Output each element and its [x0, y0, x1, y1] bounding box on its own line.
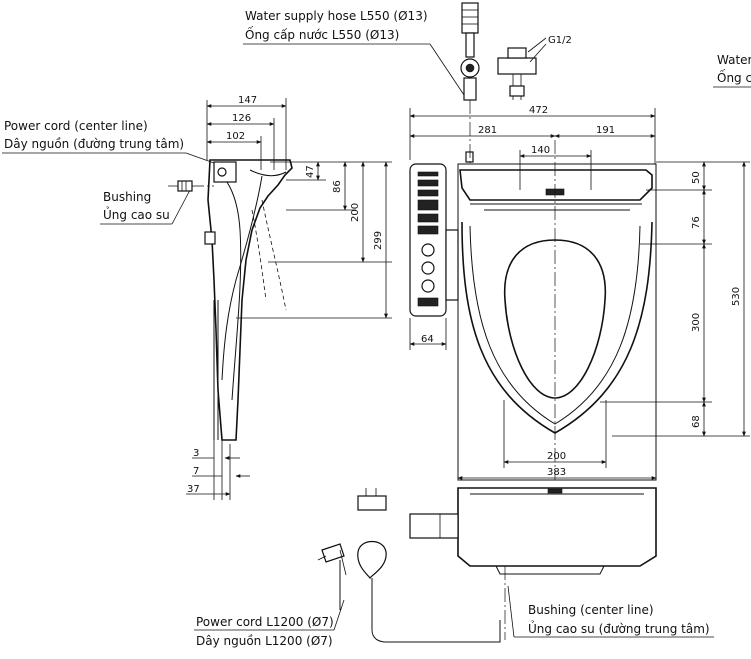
dim-side-147: 147	[238, 95, 257, 106]
dim-side-200: 200	[350, 203, 361, 222]
fitting-size-label: G1/2	[548, 35, 572, 46]
dim-side-126: 126	[232, 113, 251, 124]
power-cord-icon	[317, 540, 501, 643]
dim-side-47: 47	[305, 165, 316, 178]
water-clip-label-en: Water	[717, 53, 751, 67]
base-view	[409, 487, 657, 640]
dim-top-191: 191	[596, 125, 615, 136]
dim-bottom-383: 383	[547, 467, 566, 478]
dim-remote-64: 64	[421, 334, 434, 345]
remote-control: 64	[409, 163, 447, 350]
power-cord-label-vi: Dây nguồn L1200 (Ø7)	[196, 634, 333, 648]
dim-right-76: 76	[691, 216, 702, 229]
top-view: 472 281 191 140 50 76 30	[409, 100, 750, 481]
power-cord-callout: Power cord L1200 (Ø7) Dây nguồn L1200 (Ø…	[194, 599, 345, 648]
water-clip-label-vi: Ống c	[717, 69, 751, 85]
dim-top-140: 140	[531, 145, 550, 156]
dim-right-300: 300	[691, 313, 702, 332]
bushing-cl-label-vi: Ủng cao su (đường trung tâm)	[528, 620, 710, 636]
dim-side-299: 299	[373, 231, 384, 250]
power-cord-centerline-callout: Power cord (center line) Dây nguồn (đườn…	[2, 119, 215, 164]
dim-top-472: 472	[529, 105, 548, 116]
side-view: 147 126 102 47 86 200 299	[168, 95, 392, 500]
bushing-callout: Bushing Ủng cao su	[100, 189, 191, 225]
bushing-label-vi: Ủng cao su	[103, 206, 170, 222]
water-hose-label-vi: Ống cấp nước L550 (Ø13)	[245, 26, 399, 42]
dim-side-102: 102	[226, 131, 245, 142]
water-hose-label-en: Water supply hose L550 (Ø13)	[245, 9, 428, 23]
bushing-centerline-callout: Bushing (center line) Ủng cao su (đường …	[507, 585, 714, 638]
dim-side-3: 3	[193, 448, 199, 459]
power-cord-label-en: Power cord L1200 (Ø7)	[196, 615, 334, 629]
dim-side-7: 7	[193, 466, 199, 477]
water-clip-callout: Water Ống c	[713, 53, 751, 88]
g12-fitting-icon: G1/2	[497, 35, 572, 100]
water-hose-callout: Water supply hose L550 (Ø13) Ống cấp nướ…	[243, 9, 467, 99]
dim-right-50: 50	[691, 171, 702, 184]
dim-side-37: 37	[187, 484, 200, 495]
bushing-cl-label-en: Bushing (center line)	[528, 603, 654, 617]
dim-right-530: 530	[731, 287, 742, 306]
bushing-label-en: Bushing	[103, 190, 151, 204]
water-hose-fitting-icon	[460, 2, 480, 163]
plug-icon	[357, 488, 387, 511]
dim-right-68: 68	[691, 415, 702, 428]
dim-top-281: 281	[478, 125, 497, 136]
dim-bottom-200: 200	[547, 451, 566, 462]
dim-side-86: 86	[332, 180, 343, 193]
power-cl-label-en: Power cord (center line)	[4, 119, 148, 133]
power-cl-label-vi: Dây nguồn (đường trung tâm)	[4, 137, 184, 151]
